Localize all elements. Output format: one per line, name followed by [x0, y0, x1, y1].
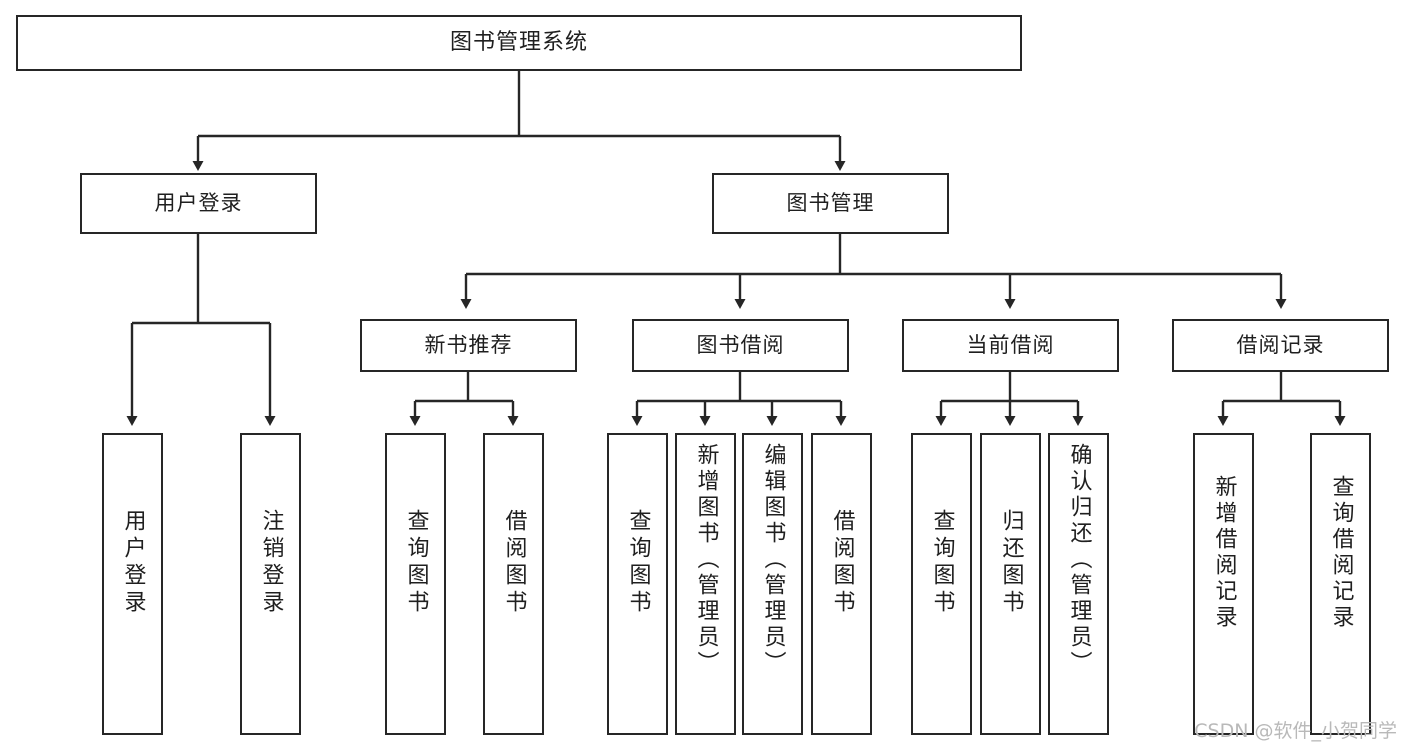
node-leaf-query-book-current[interactable]: 查询图书 [911, 433, 972, 735]
node-leaf-query-book-recommend[interactable]: 查询图书 [385, 433, 446, 735]
node-new-book-recommendation[interactable]: 新书推荐 [360, 319, 577, 372]
node-label: 当前借阅 [966, 333, 1055, 358]
node-leaf-add-book-admin[interactable]: 新增图书（管理员） [675, 433, 736, 735]
node-borrow-records[interactable]: 借阅记录 [1172, 319, 1389, 372]
node-label: 图书管理 [786, 191, 875, 216]
node-label: 新增借阅记录 [1211, 475, 1237, 631]
node-leaf-query-book-borrow[interactable]: 查询图书 [607, 433, 668, 735]
node-leaf-user-login[interactable]: 用户登录 [102, 433, 163, 735]
node-book-borrowing[interactable]: 图书借阅 [632, 319, 849, 372]
node-label: 查询借阅记录 [1328, 475, 1354, 631]
node-label: 注销登录 [258, 509, 284, 617]
node-label: 图书借阅 [696, 333, 785, 358]
node-label: 用户登录 [120, 509, 146, 617]
node-label: 查询图书 [625, 509, 651, 617]
node-leaf-edit-book-admin[interactable]: 编辑图书（管理员） [742, 433, 803, 735]
node-current-borrowing[interactable]: 当前借阅 [902, 319, 1119, 372]
node-label: 新增图书（管理员） [693, 443, 719, 677]
node-leaf-confirm-return-admin[interactable]: 确认归还（管理员） [1048, 433, 1109, 735]
node-user-login[interactable]: 用户登录 [80, 173, 317, 234]
node-book-management[interactable]: 图书管理 [712, 173, 949, 234]
node-leaf-logout[interactable]: 注销登录 [240, 433, 301, 735]
node-label: 编辑图书（管理员） [760, 443, 786, 677]
node-label: 归还图书 [998, 509, 1024, 617]
node-root-book-management-system[interactable]: 图书管理系统 [16, 15, 1022, 71]
node-leaf-add-borrow-record[interactable]: 新增借阅记录 [1193, 433, 1254, 735]
node-label: 新书推荐 [424, 333, 513, 358]
node-label: 确认归还（管理员） [1066, 443, 1092, 677]
node-leaf-return-book[interactable]: 归还图书 [980, 433, 1041, 735]
watermark-text: CSDN @软件_小贺同学 [1194, 720, 1397, 742]
node-label: 用户登录 [154, 191, 243, 216]
node-leaf-query-borrow-record[interactable]: 查询借阅记录 [1310, 433, 1371, 735]
node-label: 查询图书 [929, 509, 955, 617]
node-label: 图书管理系统 [449, 30, 588, 56]
node-label: 借阅记录 [1236, 333, 1325, 358]
node-leaf-borrow-book[interactable]: 借阅图书 [811, 433, 872, 735]
node-label: 借阅图书 [829, 509, 855, 617]
node-label: 查询图书 [403, 509, 429, 617]
node-label: 借阅图书 [501, 509, 527, 617]
node-leaf-borrow-book-recommend[interactable]: 借阅图书 [483, 433, 544, 735]
